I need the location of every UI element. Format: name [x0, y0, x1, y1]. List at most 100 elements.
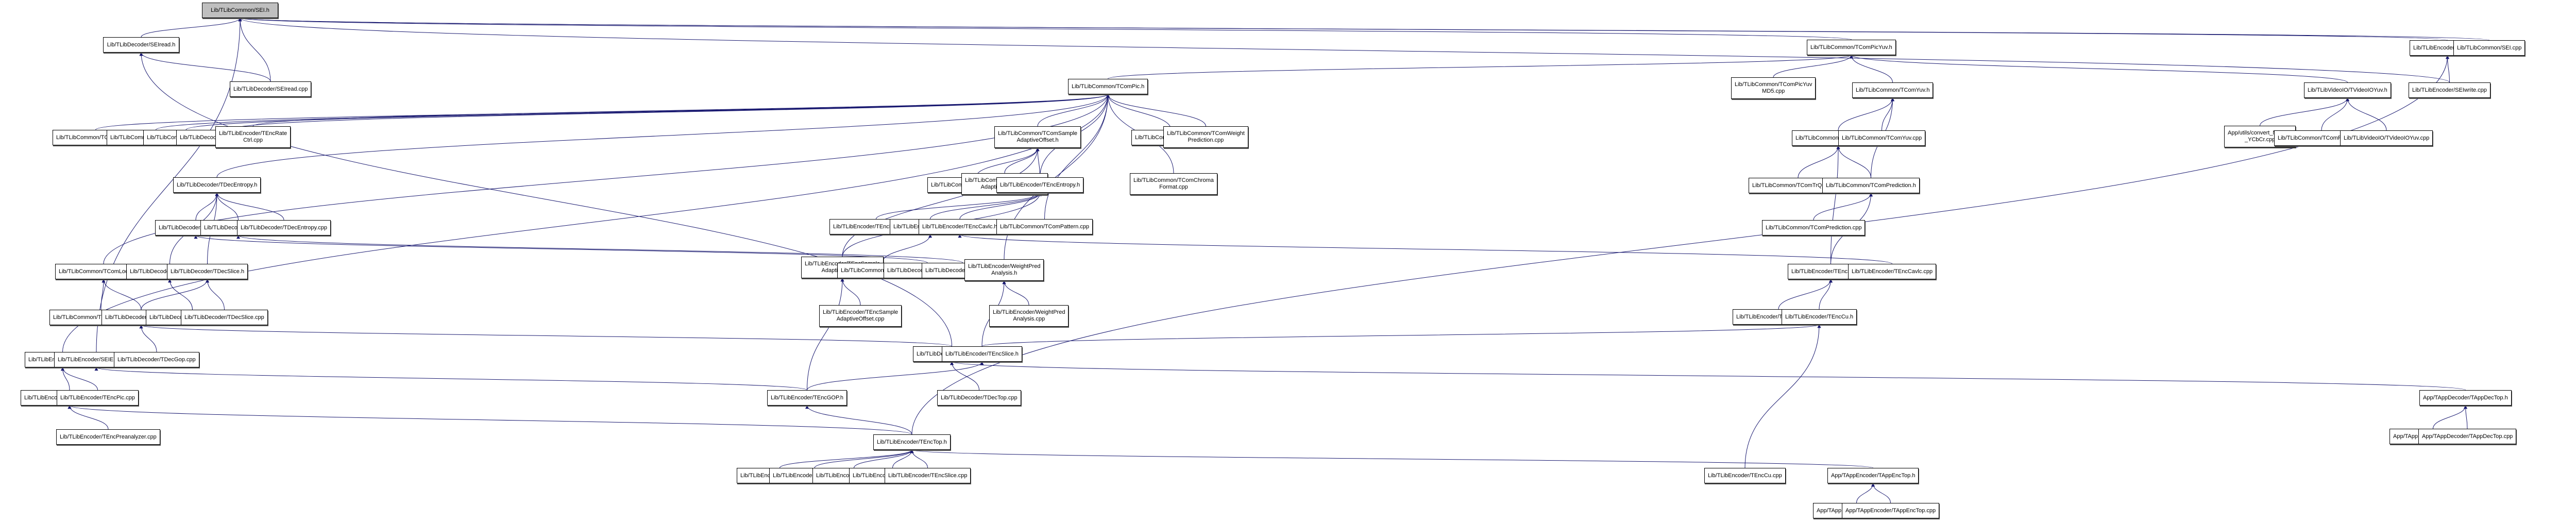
graph-node-encgop-h[interactable]: Lib/TLibEncoder/TEncGOP.h [767, 390, 848, 406]
dependency-edge [2446, 55, 2450, 83]
dependency-edge [1871, 483, 1891, 503]
graph-node-encpic-cpp[interactable]: Lib/TLibEncoder/TEncPic.cpp [57, 390, 139, 406]
graph-node-sei-cpp[interactable]: Lib/TLibCommon/SEI.cpp [2453, 40, 2526, 56]
graph-node-enctop-h[interactable]: Lib/TLibEncoder/TEncTop.h [873, 434, 951, 450]
dependency-edge [910, 449, 1873, 468]
dependency-edge [854, 449, 914, 468]
graph-node-encentropy-h[interactable]: Lib/TLibEncoder/TEncEntropy.h [996, 177, 1084, 193]
graph-node-decslice-cpp[interactable]: Lib/TLibDecoder/TDecSlice.cpp [181, 310, 268, 325]
graph-node-decgop-cpp[interactable]: Lib/TLibDecoder/TDecGop.cpp [114, 352, 199, 367]
dependency-edge [96, 18, 242, 352]
dependency-edge [950, 361, 2466, 391]
graph-node-pattern-cpp[interactable]: Lib/TLibCommon/TComPattern.cpp [996, 219, 1093, 234]
graph-node-dectop-cpp[interactable]: Lib/TLibDecoder/TDecTop.cpp [937, 390, 1021, 406]
graph-node-encslice-h[interactable]: Lib/TLibEncoder/TEncSlice.h [942, 346, 1022, 362]
graph-node-encpreanalyzer-cpp[interactable]: Lib/TLibEncoder/TEncPreanalyzer.cpp [56, 429, 160, 445]
dependency-edge [1850, 55, 1893, 83]
dependency-edge [139, 52, 952, 347]
dependency-edge [930, 192, 1042, 220]
dependency-edge [1798, 145, 1840, 178]
dependency-edge [61, 367, 98, 391]
graph-node-chroma-cpp[interactable]: Lib/TLibCommon/TComChroma Format.cpp [1130, 173, 1217, 195]
graph-node-sei-h[interactable]: Lib/TLibCommon/SEI.h [202, 3, 278, 18]
graph-node-sao-h[interactable]: Lib/TLibCommon/TComSample AdaptiveOffset… [994, 126, 1081, 148]
graph-node-yuv-h[interactable]: Lib/TLibCommon/TComYuv.h [1852, 82, 1934, 98]
graph-node-wpa-h[interactable]: Lib/TLibEncoder/WeightPred Analysis.h [964, 259, 1044, 281]
dependency-edge [814, 449, 914, 468]
graph-node-enccavlc-h[interactable]: Lib/TLibEncoder/TEncCavlc.h [919, 219, 1001, 234]
graph-node-seiread-h[interactable]: Lib/TLibDecoder/SEIread.h [103, 37, 179, 53]
dependency-edge [807, 278, 844, 391]
graph-node-encslice-cpp[interactable]: Lib/TLibEncoder/TEncSlice.cpp [885, 468, 971, 483]
graph-node-decslice-h[interactable]: Lib/TLibDecoder/TDecSlice.h [167, 264, 248, 279]
dependency-edge [1838, 97, 1894, 131]
graph-node-encsao-cpp[interactable]: Lib/TLibEncoder/TEncSample AdaptiveOffse… [819, 305, 902, 327]
graph-node-pic-h[interactable]: Lib/TLibCommon/TComPic.h [1068, 79, 1148, 94]
graph-node-appdectop-h[interactable]: App/TAppDecoder/TAppDecTop.h [2419, 390, 2512, 406]
dependency-edge [1044, 94, 1110, 220]
graph-node-seiread-cpp[interactable]: Lib/TLibDecoder/SEIread.cpp [230, 81, 312, 97]
dependency-edge [1037, 94, 1110, 127]
graph-node-videoioyuv-h[interactable]: Lib/TLibVideoIO/TVideoIOYuv.h [2304, 82, 2391, 98]
graph-node-wpa-cpp[interactable]: Lib/TLibEncoder/WeightPred Analysis.cpp [989, 305, 1069, 327]
graph-node-decentropy-h[interactable]: Lib/TLibDecoder/TDecEntropy.h [173, 177, 261, 193]
graph-node-prediction-cpp[interactable]: Lib/TLibCommon/TComPrediction.cpp [1762, 220, 1866, 235]
dependency-edge [139, 325, 952, 347]
dependency-edge [976, 147, 1040, 178]
dependency-edge [1744, 324, 1821, 468]
dependency-edge [959, 192, 1042, 220]
graph-node-appenctop-cpp[interactable]: App/TAppEncoder/TAppEncTop.cpp [1842, 503, 1940, 518]
dependency-edge [141, 18, 242, 38]
dependency-edge [1108, 55, 1853, 79]
dependency-edge [156, 94, 1110, 130]
dependency-edge [1850, 55, 2348, 83]
dependency-edge [779, 449, 914, 468]
dependency-edge [807, 361, 984, 391]
graph-node-seiwrite-cpp[interactable]: Lib/TLibEncoder/SEIwrite.cpp [2409, 82, 2490, 98]
dependency-edge [1819, 279, 1833, 310]
graph-node-enccu-cpp[interactable]: Lib/TLibEncoder/TEncCu.cpp [1704, 468, 1786, 483]
dependency-edge [141, 279, 209, 310]
dependency-edge [981, 324, 1821, 347]
graph-node-prediction-h[interactable]: Lib/TLibCommon/TComPrediction.h [1822, 178, 1920, 193]
graph-node-decentropy-cpp[interactable]: Lib/TLibDecoder/TDecEntropy.cpp [237, 220, 331, 235]
graph-node-weightpred-cpp[interactable]: Lib/TLibCommon/TComWeight Prediction.cpp [1163, 126, 1248, 148]
dependency-edge [2346, 97, 2387, 131]
dependency-edge [882, 234, 932, 263]
graph-node-videoioyuv-cpp[interactable]: Lib/TLibVideoIO/TVideoIOYuv.cpp [2340, 130, 2433, 146]
dependency-edge [2464, 405, 2468, 429]
dependency-edge [2433, 405, 2467, 429]
graph-node-picyuvmd5[interactable]: Lib/TLibCommon/TComPicYuv MD5.cpp [1731, 77, 1816, 99]
graph-node-encratectrl[interactable]: Lib/TLibEncoder/TEncRate Ctrl.cpp [215, 126, 291, 148]
dependency-edge [94, 367, 807, 391]
dependency-edge [238, 18, 2450, 83]
graph-node-appdectop-cpp[interactable]: App/TAppDecoder/TAppDecTop.cpp [2418, 429, 2517, 444]
dependency-edge [1106, 94, 1206, 127]
graph-node-enccavlc-cpp[interactable]: Lib/TLibEncoder/TEncCavlc.cpp [1848, 264, 1937, 279]
graph-node-picyuv-h[interactable]: Lib/TLibCommon/TComPicYuv.h [1807, 40, 1896, 55]
dependency-edge [168, 279, 193, 310]
dependency-edge [1813, 193, 1873, 221]
dependency-edge [1106, 94, 1172, 130]
dependency-edge [100, 279, 106, 310]
dependency-edge [185, 94, 1110, 130]
dependency-edge [958, 234, 1892, 264]
dependency-edge [1831, 145, 1840, 264]
dependency-edge [95, 94, 1110, 130]
dependency-edge [139, 325, 157, 352]
dependency-edge [1778, 279, 1833, 310]
dependency-edge [67, 405, 109, 430]
dependency-edge [910, 449, 928, 468]
dependency-edge [805, 405, 912, 435]
graph-node-enccu-h[interactable]: Lib/TLibEncoder/TEncCu.h [1782, 309, 1857, 325]
dependency-edge [238, 18, 271, 82]
dependency-edge [215, 192, 284, 221]
graph-node-appenctop-h[interactable]: App/TAppEncoder/TAppEncTop.h [1827, 468, 1919, 483]
graph-node-yuv-cpp[interactable]: Lib/TLibCommon/TComYuv.cpp [1838, 130, 1926, 146]
dependency-edge [139, 52, 271, 82]
dependency-edge [230, 94, 1110, 130]
dependency-edge [239, 18, 2489, 41]
dependency-edge [842, 147, 1040, 257]
dependency-edge [1004, 147, 1040, 174]
